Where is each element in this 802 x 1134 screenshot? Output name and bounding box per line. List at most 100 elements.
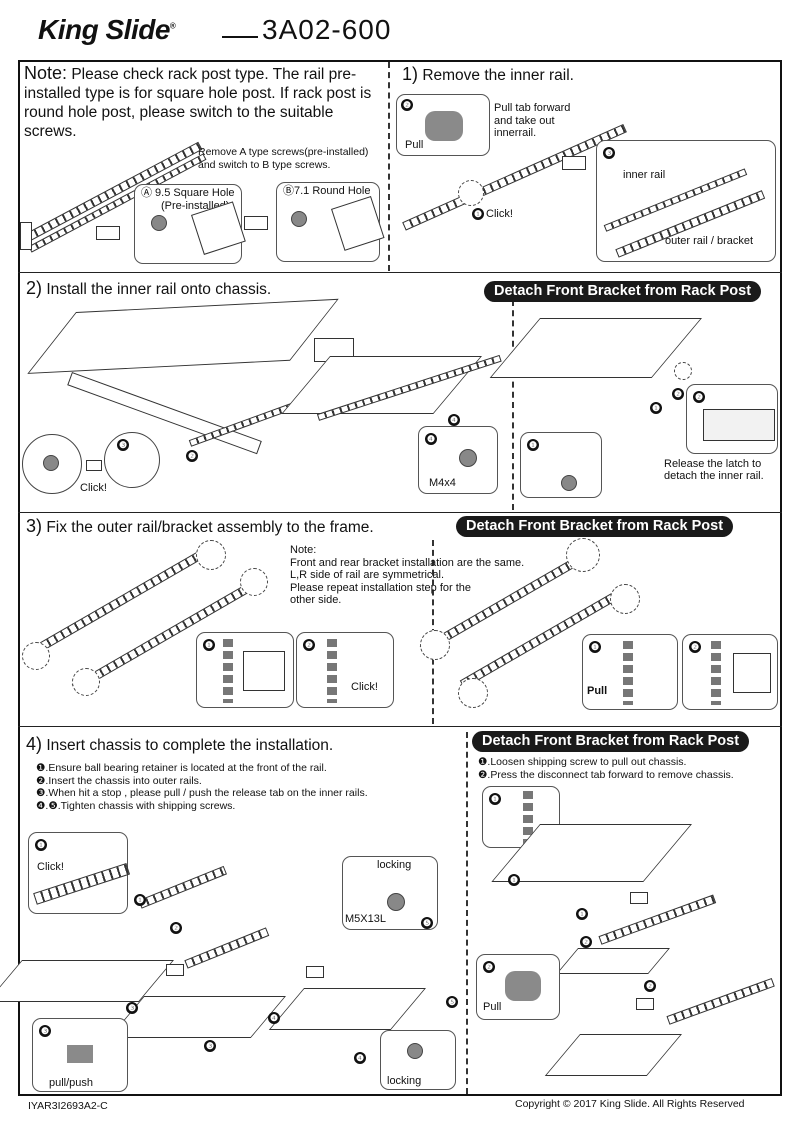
click-label: Click! — [37, 861, 64, 873]
document-code: IYAR3I2693A2-C — [28, 1100, 108, 1112]
step4-detach-banner: Detach Front Bracket from Rack Post — [472, 731, 750, 752]
pull-label: Pull — [483, 1001, 502, 1013]
shipping-screw-panel: locking M5X13L ❺ — [342, 856, 438, 930]
latch-icon — [703, 409, 775, 441]
screw-icon — [151, 215, 167, 231]
latch-zoom-circle — [674, 362, 692, 380]
rear-post-circle — [566, 538, 600, 572]
callout-1: ❶ — [508, 874, 520, 886]
pull-tab-detail: ❷ Pull — [396, 94, 490, 156]
rack-post-icon — [523, 791, 533, 845]
arrow-right-icon — [636, 998, 654, 1010]
step3-detach-banner: Detach Front Bracket from Rack Post — [456, 516, 734, 537]
step2-heading: 2) Install the inner rail onto chassis. — [26, 278, 272, 298]
callout-3: ❸ — [39, 1025, 51, 1037]
screw-size-label: M5X13L — [345, 913, 386, 925]
pull-push-label: pull/push — [49, 1077, 94, 1089]
outer-rail-part — [615, 190, 766, 258]
callout-3: ❸ — [126, 1002, 138, 1014]
screw-detail-panel: ❹ M4x4 — [418, 426, 498, 494]
step3-heading: 3) Fix the outer rail/bracket assembly t… — [26, 516, 374, 536]
callout-3: ❸ — [117, 439, 129, 451]
latch-detail-panel: ❷ — [686, 384, 778, 454]
instruction-line: ❹.❺.Tighten chassis with shipping screws… — [36, 799, 236, 812]
detach-instructions: ❶.Loosen shipping screw to pull out chas… — [478, 756, 778, 781]
front-bracket — [20, 222, 32, 250]
click-label: Click! — [486, 208, 513, 220]
bracket-click-panel: ❷ Click! — [296, 632, 394, 708]
bracket-icon — [243, 651, 285, 691]
screw-icon — [407, 1043, 423, 1059]
callout-1: ❶ — [489, 793, 501, 805]
step2-detach-banner: Detach Front Bracket from Rack Post — [484, 281, 762, 302]
hook-pin-icon — [43, 455, 59, 471]
callout-4: ❹ — [448, 414, 460, 426]
rear-post-circle — [196, 540, 226, 570]
release-tab-panel: ❸ pull/push — [32, 1018, 128, 1092]
note-line: other side. — [290, 594, 342, 606]
callout-1: ❶ — [134, 894, 146, 906]
click-zoom-circle — [458, 180, 484, 206]
locking-detail-panel: locking — [380, 1030, 456, 1090]
bracket-release-panel: ❷ — [682, 634, 778, 710]
callout-1: ❶ — [589, 641, 601, 653]
brand-logo: King Slide® — [38, 14, 176, 45]
step4-heading: 4) Insert chassis to complete the instal… — [26, 734, 334, 754]
screw-icon — [561, 475, 577, 491]
outer-rail-label: outer rail / bracket — [665, 235, 754, 247]
instruction-line: ❶.Loosen shipping screw to pull out chas… — [478, 756, 687, 768]
arrow-right-icon — [86, 460, 102, 471]
note-line: Please repeat installation step for the — [290, 581, 472, 594]
callout-2: ❷ — [644, 980, 656, 992]
disconnect-tab-icon — [505, 971, 541, 1001]
copyright-notice: Copyright © 2017 King Slide. All Rights … — [515, 1098, 745, 1110]
note-line: Note: — [290, 544, 317, 556]
callout-5: ❺ — [446, 996, 458, 1008]
locking-label: locking — [387, 1075, 422, 1087]
callout-5: ❺ — [421, 917, 433, 929]
callout-3: ❸ — [204, 1040, 216, 1052]
arrow-right-icon — [306, 966, 324, 978]
callout-2: ❷ — [672, 388, 684, 400]
step3-note: Note: Front and rear bracket installatio… — [290, 544, 560, 607]
round-hole-label: Ⓑ7.1 Round Hole — [283, 185, 371, 197]
callout-4: ❹ — [354, 1052, 366, 1064]
release-tab-icon — [67, 1045, 93, 1063]
model-number: 3A02-600 — [262, 14, 392, 45]
section-divider-2 — [18, 512, 782, 513]
callout-1: ❶ — [203, 639, 215, 651]
callout-1: ❶ — [35, 839, 47, 851]
title-dash — [222, 36, 258, 38]
arrow-right-icon — [166, 964, 184, 976]
screw-icon — [291, 211, 307, 227]
rack-post-icon — [623, 641, 633, 705]
inner-rail-label: inner rail — [623, 169, 666, 181]
front-post-circle — [458, 678, 488, 708]
instruction-line: ❸.When hit a stop , please pull / push t… — [36, 787, 368, 799]
callout-2: ❷ — [693, 391, 705, 403]
front-post-circle — [22, 642, 50, 670]
front-post-circle — [72, 668, 100, 696]
screw-switch-instruction: Remove A type screws(pre-installed) and … — [198, 146, 369, 171]
instruction-line: ❷.Insert the chassis into outer rails. — [36, 774, 202, 787]
callout-2: ❷ — [401, 99, 413, 111]
section2-vertical-divider — [512, 300, 514, 510]
rear-post-circle — [610, 584, 640, 614]
screw-icon — [387, 893, 405, 911]
pull-label: Pull — [405, 139, 424, 151]
rack-post-note: Note: Please check rack post type. The r… — [24, 63, 372, 141]
callout-1: ❶ — [650, 402, 662, 414]
click-label: Click! — [80, 482, 107, 494]
callout-2: ❷ — [483, 961, 495, 973]
engaged-zoom-circle: ❸ — [104, 432, 160, 488]
unhook-detail-panel: ❶ — [520, 432, 602, 498]
callout-4: ❹ — [425, 433, 437, 445]
arrow-right-icon — [630, 892, 648, 904]
front-post-circle — [420, 630, 450, 660]
arrow-right-icon — [562, 156, 586, 170]
round-hole-panel: Ⓑ7.1 Round Hole — [276, 182, 385, 262]
bracket-pull-panel: ❶ Pull — [582, 634, 678, 710]
callout-2: ❷ — [186, 450, 198, 462]
arrow-right-icon — [244, 216, 268, 230]
bracket-insert-panel: ❶ — [196, 632, 294, 708]
